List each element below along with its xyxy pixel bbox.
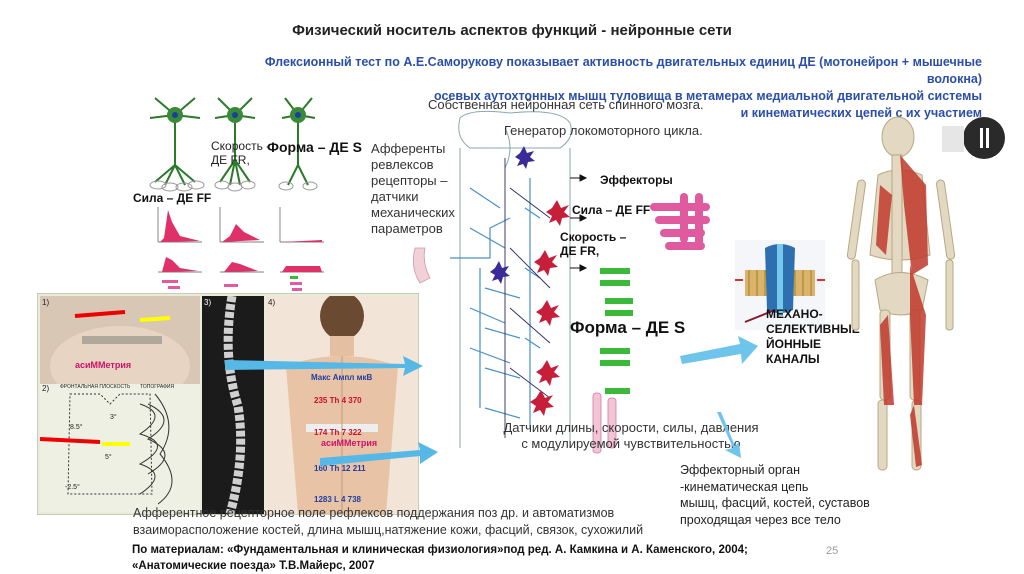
asymmetry-label-1: асиММетрия xyxy=(75,360,132,370)
force-ff-label: Сила – ДЕ FF xyxy=(572,203,651,217)
neuron-diagram xyxy=(140,90,330,200)
afferents-label: Афференты ревлексов рецепторы – датчики … xyxy=(371,141,455,236)
afferent-field-label: Афферентное рецепторное поле рефлексов п… xyxy=(133,506,644,537)
neuron-speed-label: Скорость - ДЕ FR, xyxy=(211,139,271,167)
neuron-force-label: Сила – ДЕ FF xyxy=(133,191,212,205)
asymmetry-label-2: асиММетрия xyxy=(321,438,378,448)
subtitle-line-3: и кинематических цепей с их участием xyxy=(740,106,982,120)
neuron-icon xyxy=(149,97,316,186)
photo-back-emg: 4) Макс Ампл мкВ 235 Th 4 370 174 Th 7 3… xyxy=(266,292,418,514)
neuron-form-label: Форма – ДЕ S xyxy=(267,139,362,155)
subtitle: Флексионный тест по А.Е.Саморукову показ… xyxy=(222,54,982,122)
form-s-label: Форма – ДЕ S xyxy=(570,318,686,337)
own-network-label: Собственная нейронная сеть спинного мозг… xyxy=(428,97,704,112)
arrow-to-effector-icon xyxy=(715,410,745,460)
photo-back-view: 1) асиММетрия xyxy=(40,296,200,406)
histogram-icon xyxy=(140,202,330,294)
page-number: 25 xyxy=(826,545,839,557)
page-title: Физический носитель аспектов функций - н… xyxy=(292,22,732,39)
subtitle-line-1: Флексионный тест по А.Е.Саморукову показ… xyxy=(264,55,982,86)
muscle-fiber-icon xyxy=(149,180,318,192)
effectors-label: Эффекторы xyxy=(600,173,673,187)
arrow-photo-2-icon xyxy=(320,440,440,470)
ion-channel-icon xyxy=(735,240,825,330)
posture-photo-panel: 1) асиММетрия 2) ФРОНТАЛЬНАЯ ПЛОСКОСТЬ Т… xyxy=(37,292,419,516)
photo-scheme: 2) ФРОНТАЛЬНАЯ ПЛОСКОСТЬ ТОПОГРАФИЯ 8.5°… xyxy=(39,384,200,512)
spinal-cord-icon xyxy=(410,108,730,468)
channels-label: МЕХАНО- СЕЛЕКТИВНЫЕ ЙОННЫЕ КАНАЛЫ xyxy=(766,307,860,366)
logo-icon xyxy=(938,116,1012,162)
sensors-label: Датчики длины, скорости, силы, давления … xyxy=(503,420,759,451)
generator-label: Генератор локомоторного цикла. xyxy=(504,123,703,138)
arrow-photo-1-icon xyxy=(225,350,425,380)
effector-organ-label: Эффекторный орган -кинематическая цепь м… xyxy=(680,463,870,527)
skeleton-icon xyxy=(830,115,980,485)
subtitle-line-2: осевых аутохтонных мышц туловища в метам… xyxy=(434,89,982,103)
photo-xray: 3) xyxy=(202,295,264,516)
speed-fr-label: Скорость – ДЕ FR, xyxy=(560,230,627,258)
footer-references: По материалам: «Фундаментальная и клинич… xyxy=(132,544,748,572)
arrow-to-channels-icon xyxy=(680,334,760,368)
